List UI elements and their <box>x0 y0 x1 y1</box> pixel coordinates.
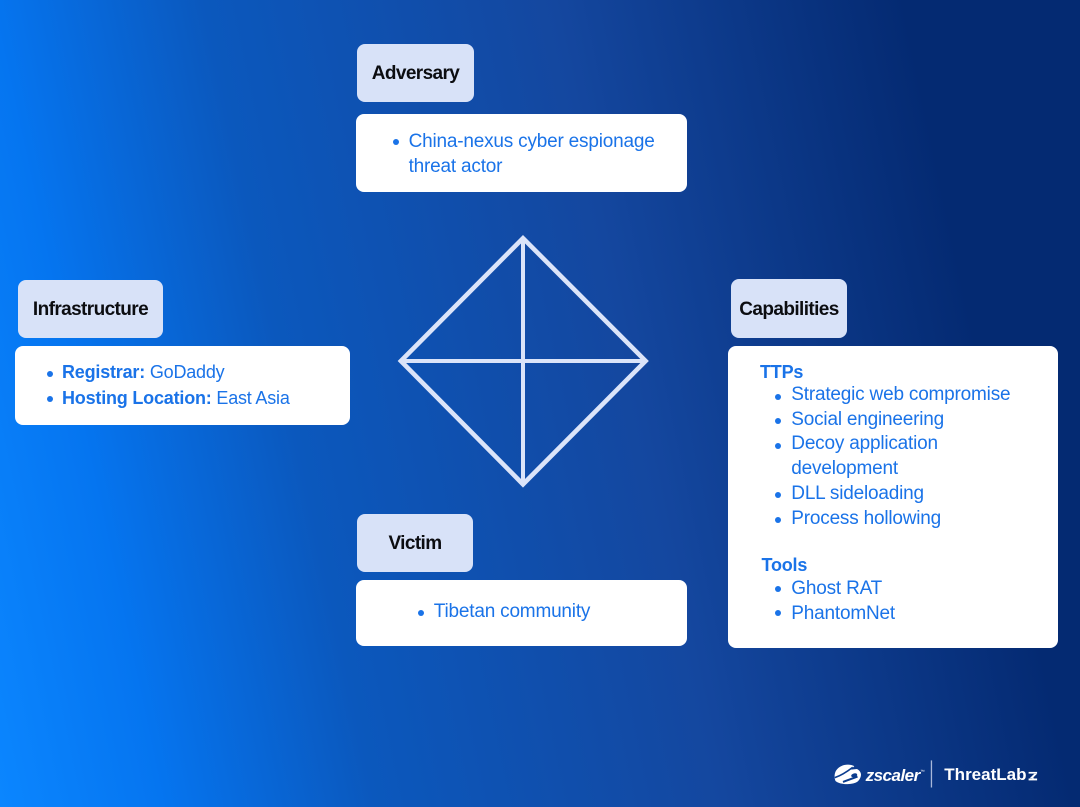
svg-text:ThreatLab: ThreatLab <box>944 765 1026 784</box>
svg-text:™: ™ <box>920 769 925 774</box>
svg-text:zscaler: zscaler <box>865 766 922 785</box>
